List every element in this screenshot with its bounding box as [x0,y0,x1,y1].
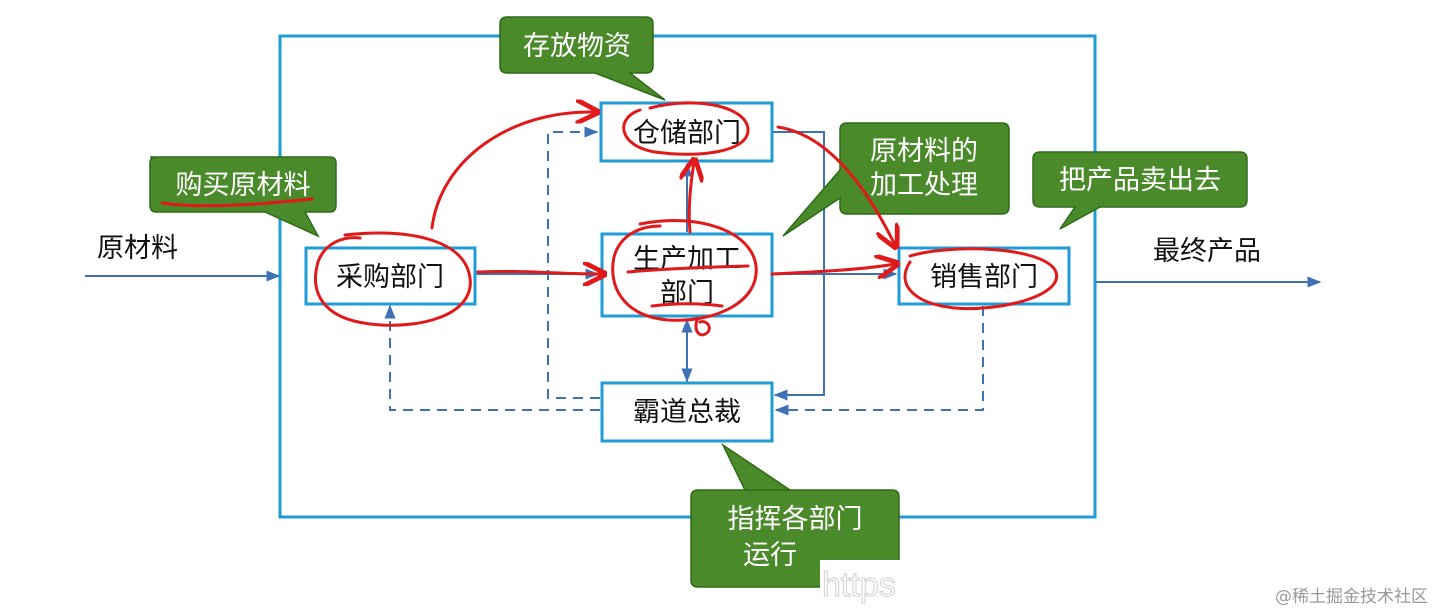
purchase-department: 采购部门 [304,246,477,306]
callout-process-materials-line1: 原材料的 [870,136,978,167]
url-fragment-mask [820,560,900,600]
callout-process-materials-line2: 加工处理 [870,170,978,201]
red-underline-production [626,264,750,274]
sales-department: 销售部门 [897,246,1071,306]
callout-store-goods-text: 存放物资 [523,31,631,62]
callout-command-departments: 指挥各部门 运行 [690,442,900,588]
purchase-department-label: 采购部门 [336,262,444,293]
callout-buy-materials: 购买原材料 [149,156,337,238]
warehouse-department: 仓储部门 [599,101,774,163]
watermark: @稀土掘金技术社区 [1275,587,1428,607]
red-circle-production [611,219,758,322]
red-underline-buy [160,197,314,208]
ceo-box: 霸道总裁 [600,381,774,443]
ceo-to-purchase-dashed [384,304,600,411]
red-circle-warehouse [622,101,750,156]
red-handwritten-annotations [160,101,1059,337]
red-loop-bottom-production [694,316,711,337]
warehouse-to-ceo-line [773,131,825,401]
warehouse-department-label: 仓储部门 [633,118,741,149]
callout-process-materials: 原材料的 加工处理 [782,122,1010,237]
red-underline-department [650,302,724,308]
callout-buy-materials-text: 购买原材料 [176,170,311,201]
red-arrow-production-to-warehouse [689,162,694,234]
red-arrow-purchase-to-warehouse [430,112,595,230]
callout-sell-products: 把产品卖出去 [1032,151,1248,230]
red-circle-purchase [314,231,472,327]
red-arrow-production-to-sales [770,264,895,274]
callout-sell-products-text: 把产品卖出去 [1059,165,1221,196]
url-fragment: https [822,566,896,604]
input-label: 原材料 [97,233,178,264]
callout-command-departments-line1: 指挥各部门 [728,504,863,535]
red-arrow-purchase-to-production [476,271,602,274]
sales-department-label: 销售部门 [930,262,1038,293]
callout-store-goods: 存放物资 [499,16,666,101]
red-arrow-warehouse-to-sales [776,125,895,245]
sales-to-ceo-dashed [774,306,984,416]
ceo-box-label: 霸道总裁 [633,397,741,428]
ceo-to-warehouse-dashed [547,126,600,399]
output-label: 最终产品 [1153,236,1261,267]
callout-command-departments-line2: 运行 [743,540,797,571]
red-circle-sales [903,247,1059,311]
